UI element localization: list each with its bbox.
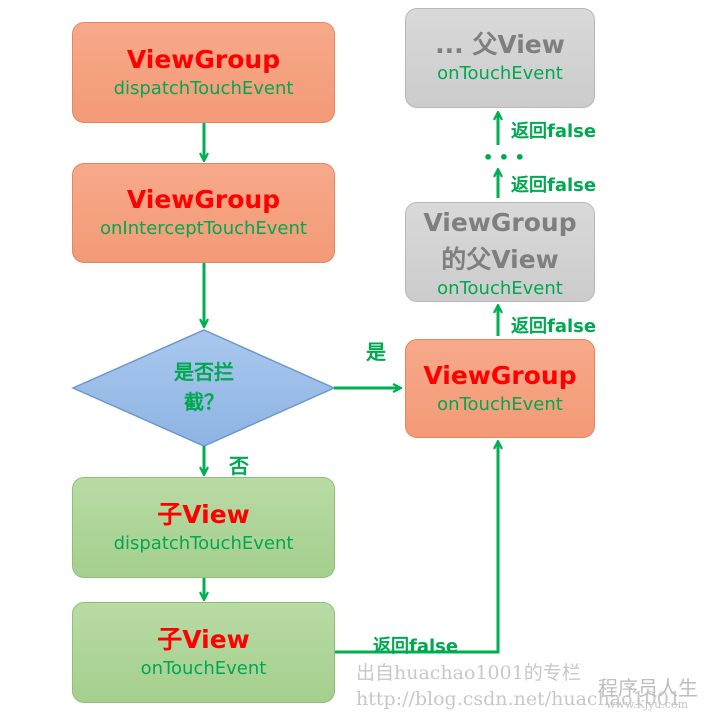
box-subtitle: onTouchEvent: [437, 278, 563, 299]
watermark-brand-url: www.Kjyu.com: [606, 698, 689, 711]
watermark-line2: http://blog.csdn.net/huachao1001: [356, 688, 681, 710]
box-subtitle: onTouchEvent: [437, 63, 563, 84]
label-return-false-1: 返回false: [511, 316, 597, 337]
viewgroup-touch-box: ViewGroup onTouchEvent: [405, 339, 595, 438]
child-touch-box: 子View onTouchEvent: [72, 602, 335, 703]
box-title: ... 父View: [435, 30, 565, 59]
box-subtitle: dispatchTouchEvent: [113, 532, 294, 554]
viewgroup-dispatch-box: ViewGroup dispatchTouchEvent: [72, 22, 335, 123]
box-title-line1: ViewGroup: [423, 208, 577, 237]
top-parent-box: ... 父View onTouchEvent: [405, 8, 595, 108]
decision-text: 是否拦 截？: [144, 357, 264, 417]
decision-line2: 截？: [184, 390, 224, 414]
watermark-brand: 程序员人生: [598, 676, 698, 700]
label-yes: 是: [366, 340, 386, 364]
arrow-child-return: [334, 442, 498, 654]
box-title: ViewGroup: [126, 185, 281, 214]
child-dispatch-box: 子View dispatchTouchEvent: [72, 477, 335, 578]
box-title-line2: 的父View: [441, 245, 559, 274]
label-return-false-bottom: 返回false: [373, 636, 459, 657]
box-subtitle: onTouchEvent: [140, 657, 267, 679]
box-subtitle: onTouchEvent: [437, 393, 563, 415]
box-title: 子View: [157, 499, 250, 529]
watermark-line1: 出自huachao1001的专栏: [356, 662, 581, 684]
parent-view-box: ViewGroup 的父View onTouchEvent: [405, 202, 595, 302]
box-title: 子View: [157, 624, 250, 654]
label-return-false-2: 返回false: [511, 175, 597, 196]
label-no: 否: [229, 454, 249, 478]
decision-line1: 是否拦: [174, 360, 234, 384]
box-subtitle: onInterceptTouchEvent: [100, 218, 307, 239]
box-title: ViewGroup: [423, 360, 577, 390]
box-title: ViewGroup: [126, 44, 281, 74]
viewgroup-intercept-box: ViewGroup onInterceptTouchEvent: [72, 163, 335, 263]
box-subtitle: dispatchTouchEvent: [113, 77, 294, 99]
ellipsis-dots: • • •: [483, 148, 525, 167]
label-return-false-3: 返回false: [511, 121, 597, 142]
